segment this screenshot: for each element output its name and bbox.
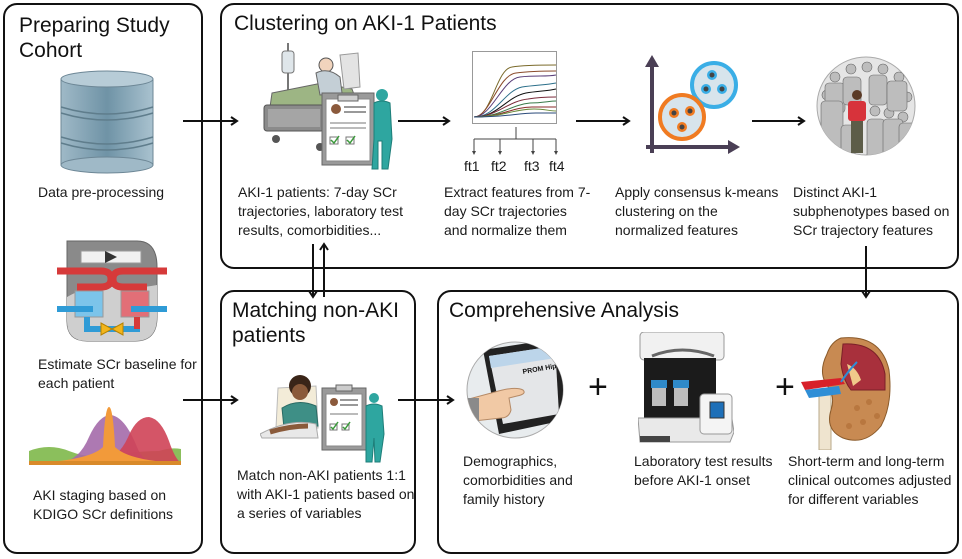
feature-label-ft4: ft4: [549, 158, 565, 174]
feature-label-ft3: ft3: [524, 158, 540, 174]
caption-aki1-patients: AKI-1 patients: 7-day SCr trajectories, …: [238, 184, 403, 238]
panel-title-cohort: Preparing Study Cohort: [19, 14, 170, 62]
plus-operator-1: +: [588, 368, 608, 406]
caption-data-preprocessing: Data pre-processing: [38, 184, 165, 200]
caption-extract-features: Extract features from 7-day SCr trajecto…: [444, 184, 591, 238]
caption-match-non-aki: Match non-AKI patients 1:1 with AKI-1 pa…: [237, 467, 415, 521]
caption-demographics: Demographics, comorbidities and family h…: [463, 453, 573, 507]
panel-clustering: Clustering on AKI-1 Patients: [220, 3, 959, 269]
panel-analysis: Comprehensive Analysis PROM Hip + Demogr…: [437, 290, 959, 554]
caption-lab-results: Laboratory test results before AKI-1 ons…: [634, 453, 773, 488]
panel-matching: Matching non-AKI patients Match non-AKI …: [220, 290, 416, 554]
panel-title-clustering: Clustering on AKI-1 Patients: [234, 12, 497, 35]
hospital-patient-icon: [262, 43, 412, 173]
caption-aki-staging: AKI staging based on KDIGO SCr definitio…: [33, 487, 174, 522]
kidney-icon: [801, 334, 893, 450]
lab-analyzer-icon: [638, 332, 734, 444]
feature-label-ft2: ft2: [491, 158, 507, 174]
panel-title-analysis: Comprehensive Analysis: [449, 299, 679, 322]
database-icon: [59, 69, 155, 177]
panel-title-matching: Matching non-AKI patients: [232, 299, 399, 347]
feature-label-ft1: ft1: [464, 158, 480, 174]
caption-estimate-baseline: Estimate SCr baseline for each patient: [38, 356, 197, 391]
tablet-icon: PROM Hip: [465, 340, 565, 440]
trajectory-plot-icon: [472, 51, 562, 125]
caption-distinct-subphenotypes: Distinct AKI-1 subphenotypes based on SC…: [793, 184, 950, 238]
feature-split-connector: [472, 127, 562, 157]
heat-exchanger-icon: [57, 237, 167, 345]
cluster-scatter-icon: [642, 55, 742, 160]
patient-doctor-icon: [260, 368, 386, 464]
distribution-curves-icon: [29, 407, 181, 467]
panel-preparing-cohort: Preparing Study Cohort Data pre-processi…: [3, 3, 203, 554]
crowd-icon: [815, 55, 917, 157]
caption-consensus-kmeans: Apply consensus k-means clustering on th…: [615, 184, 779, 238]
plus-operator-2: +: [775, 368, 795, 406]
caption-clinical-outcomes: Short-term and long-term clinical outcom…: [788, 453, 952, 507]
